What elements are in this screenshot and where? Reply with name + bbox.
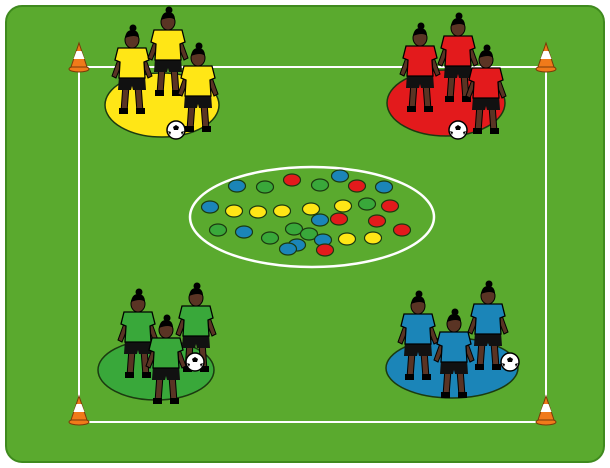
ball [186,353,204,371]
ball [449,121,467,139]
marker-disc [312,214,329,226]
marker-disc [312,179,329,191]
marker-disc [250,206,267,218]
ball [167,121,185,139]
marker-disc [257,181,274,193]
marker-disc [202,201,219,213]
marker-disc [284,174,301,186]
marker-disc [382,200,399,212]
marker-disc [369,215,386,227]
marker-disc [262,232,279,244]
marker-disc [303,203,320,215]
marker-disc [274,205,291,217]
marker-disc [349,180,366,192]
ball [501,353,519,371]
marker-disc [339,233,356,245]
marker-disc [376,181,393,193]
marker-disc [365,232,382,244]
marker-disc [394,224,411,236]
marker-disc [280,243,297,255]
marker-disc [359,198,376,210]
marker-disc [236,226,253,238]
marker-disc [317,244,334,256]
marker-disc [226,205,243,217]
marker-disc [210,224,227,236]
marker-disc [286,223,303,235]
marker-disc [229,180,246,192]
marker-disc [331,213,348,225]
marker-disc [335,200,352,212]
marker-disc [332,170,349,182]
